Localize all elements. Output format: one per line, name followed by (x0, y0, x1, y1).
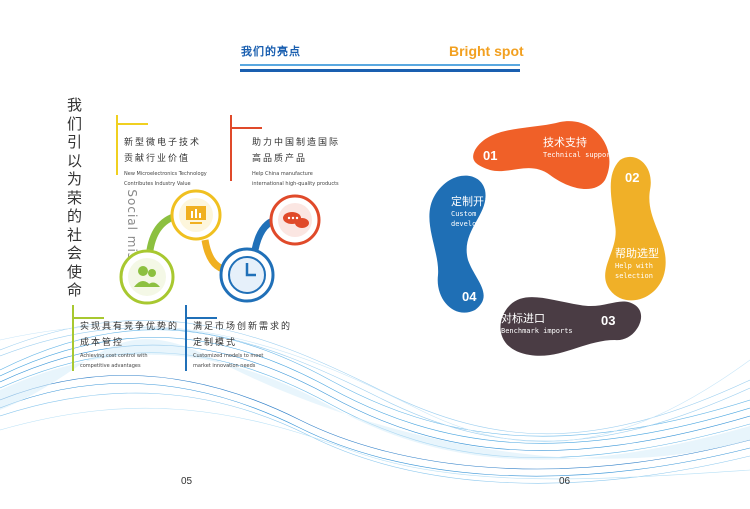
wave-background (0, 320, 750, 484)
block-desc: New Microelectronics Technology (124, 171, 207, 177)
block-title: 贡献行业价值 (124, 154, 191, 164)
label-en: Technical support (543, 151, 615, 159)
block-title: 新型微电子技术 (124, 138, 202, 148)
block-title: 助力中国制造国际 (252, 138, 341, 148)
petal-label-03: 对标进口 Benchmark imports (501, 310, 573, 336)
label-en: Benchmark imports (501, 327, 573, 335)
service-petal-diagram (429, 121, 666, 356)
label-en: development (451, 220, 498, 228)
block-desc: Achieving cost control with (80, 353, 148, 359)
vertical-title: 我们引以为荣的社会使命 (67, 96, 83, 299)
block-title: 成本管控 (80, 338, 125, 348)
petal-01 (473, 121, 610, 190)
petal-02 (605, 156, 666, 301)
chat-icon (269, 194, 321, 246)
petal-number-01: 01 (483, 148, 498, 163)
block-desc: Help China manufacture (252, 171, 313, 177)
block-desc: international high-quality products (252, 181, 339, 187)
label-cn: 技术支持 (543, 136, 587, 149)
chart-monitor-icon (170, 189, 222, 241)
people-icon (119, 249, 175, 305)
block-title: 实现具有竞争优势的 (80, 322, 180, 332)
block-desc: market innovation needs (193, 363, 256, 369)
page-number-right: 06 (559, 476, 571, 487)
label-cn: 对标进口 (501, 312, 545, 325)
icon-flow-diagram (119, 189, 321, 305)
header-thin-line (240, 64, 520, 66)
label-en: Help with (615, 262, 653, 270)
label-cn: 帮助选型 (615, 247, 659, 260)
petal-04 (429, 175, 486, 313)
label-en: selection (615, 272, 653, 280)
block-desc: Customized models to meet (193, 353, 264, 359)
petal-number-03: 03 (601, 313, 616, 328)
block-title: 满足市场创新需求的 (193, 322, 293, 332)
petal-label-04: 定制开发 Custom development (451, 193, 497, 229)
petal-03 (500, 297, 642, 356)
petal-label-01: 技术支持 Technical support (543, 134, 615, 160)
block-title: 定制模式 (193, 338, 238, 348)
page-number-left: 05 (181, 476, 193, 487)
header-title-en: Bright spot (449, 43, 524, 59)
label-cn: 定制开发 (451, 195, 495, 208)
block-desc: competitive advantages (80, 363, 141, 369)
label-en: Custom (451, 210, 477, 218)
block-title: 高品质产品 (252, 154, 308, 164)
block-desc: Contributes Industry Value (124, 181, 191, 187)
petal-number-02: 02 (625, 170, 640, 185)
header-title-cn: 我们的亮点 (241, 45, 301, 58)
petal-label-02: 帮助选型 Help with selection (615, 245, 659, 281)
clock-icon (219, 247, 275, 303)
header-thick-line (240, 69, 520, 72)
petal-number-04: 04 (462, 289, 477, 304)
